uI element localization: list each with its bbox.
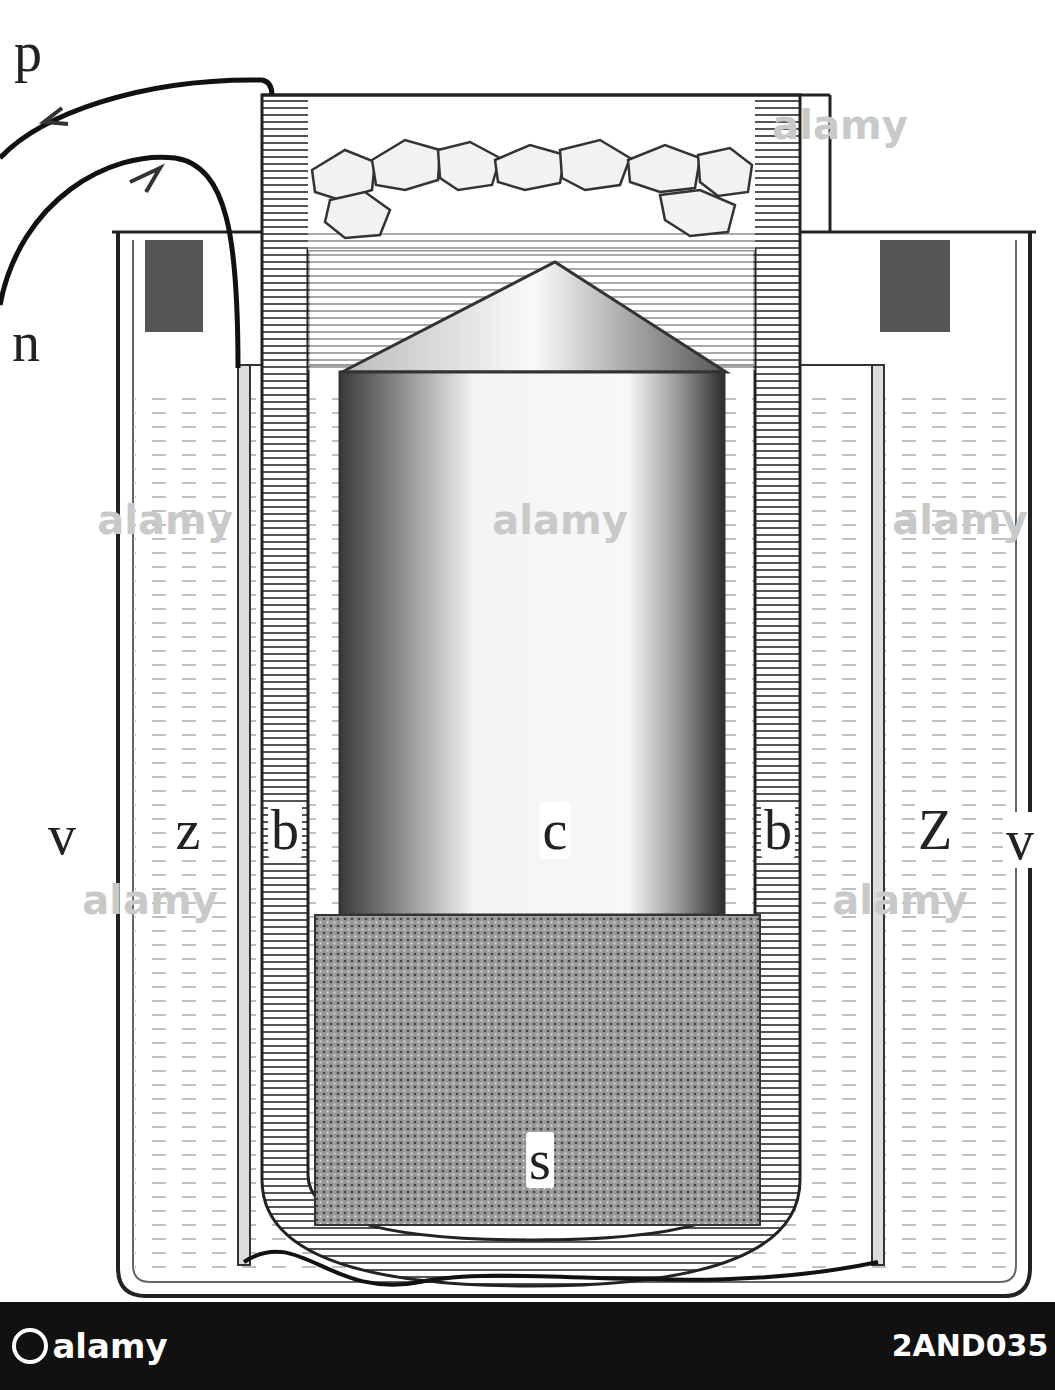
watermark: alamy bbox=[832, 880, 967, 920]
part-label: c bbox=[540, 802, 571, 858]
watermark: alamy bbox=[82, 880, 217, 920]
watermark: alamy bbox=[772, 105, 907, 145]
part-label: v bbox=[1003, 812, 1037, 868]
part-label: Z bbox=[915, 802, 955, 858]
part-label: b bbox=[761, 802, 795, 858]
watermark: alamy bbox=[492, 500, 627, 540]
wire-label: p bbox=[11, 24, 45, 80]
watermark-logo: alamy bbox=[52, 1329, 167, 1363]
part-label: s bbox=[526, 1132, 554, 1188]
image-id: 2AND035 bbox=[892, 1331, 1049, 1361]
wire-label: n bbox=[9, 314, 43, 370]
watermark: alamy bbox=[892, 500, 1027, 540]
part-label: z bbox=[173, 802, 204, 858]
part-label: v bbox=[45, 807, 79, 863]
watermark: alamy bbox=[97, 500, 232, 540]
part-label: b bbox=[268, 802, 302, 858]
